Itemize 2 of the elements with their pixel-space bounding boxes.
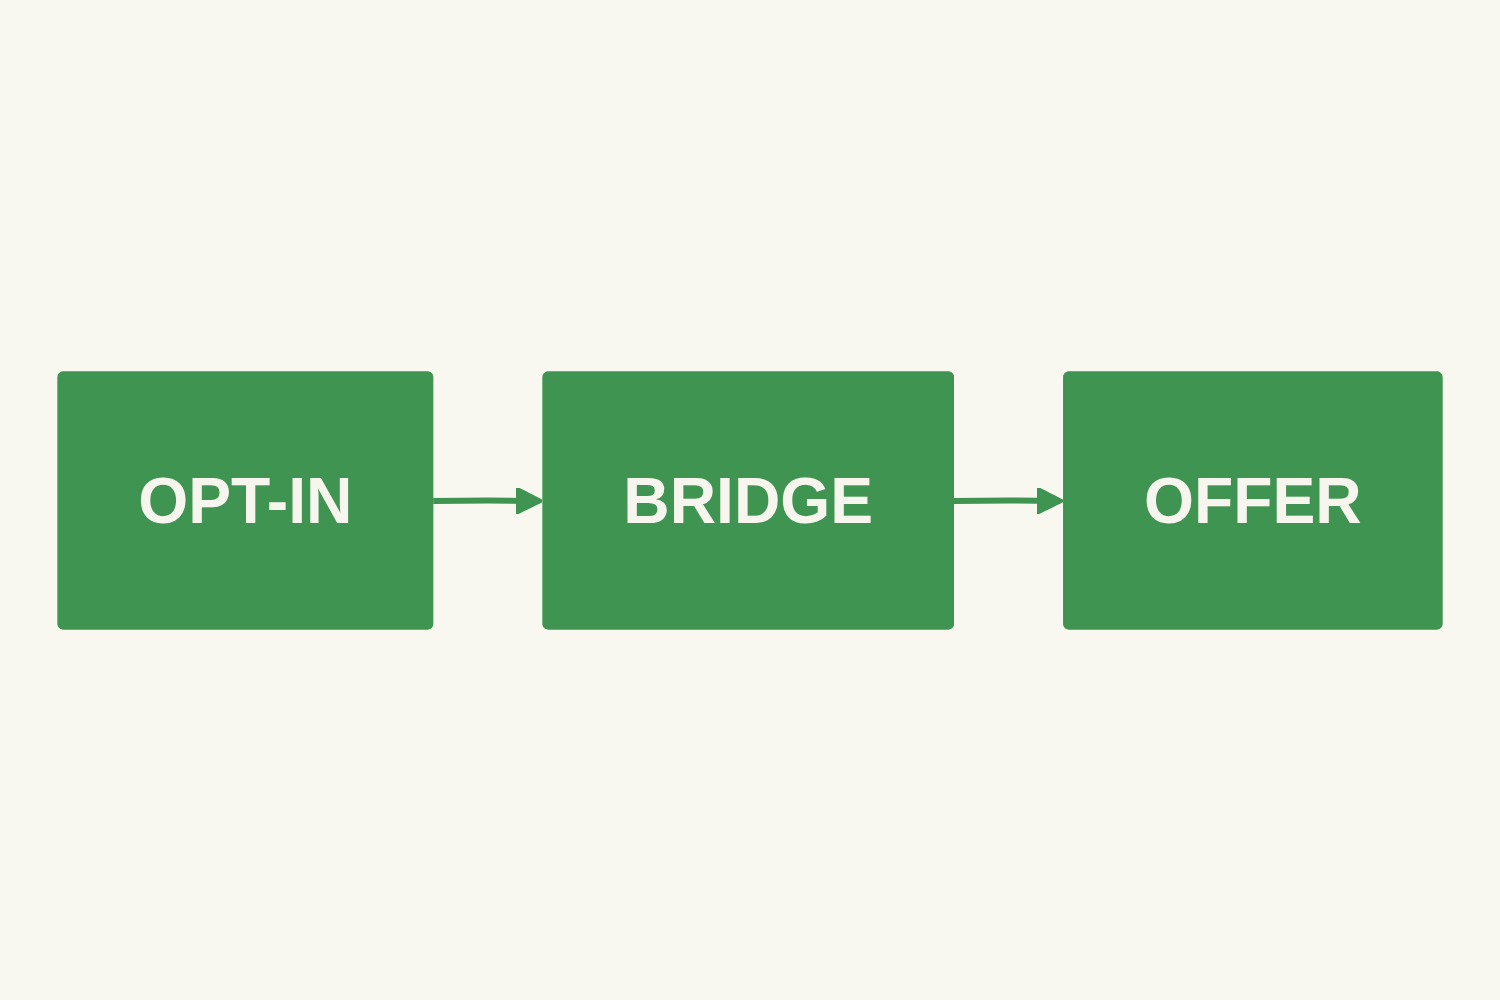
arrow [433,485,544,515]
arrow [953,485,1065,515]
